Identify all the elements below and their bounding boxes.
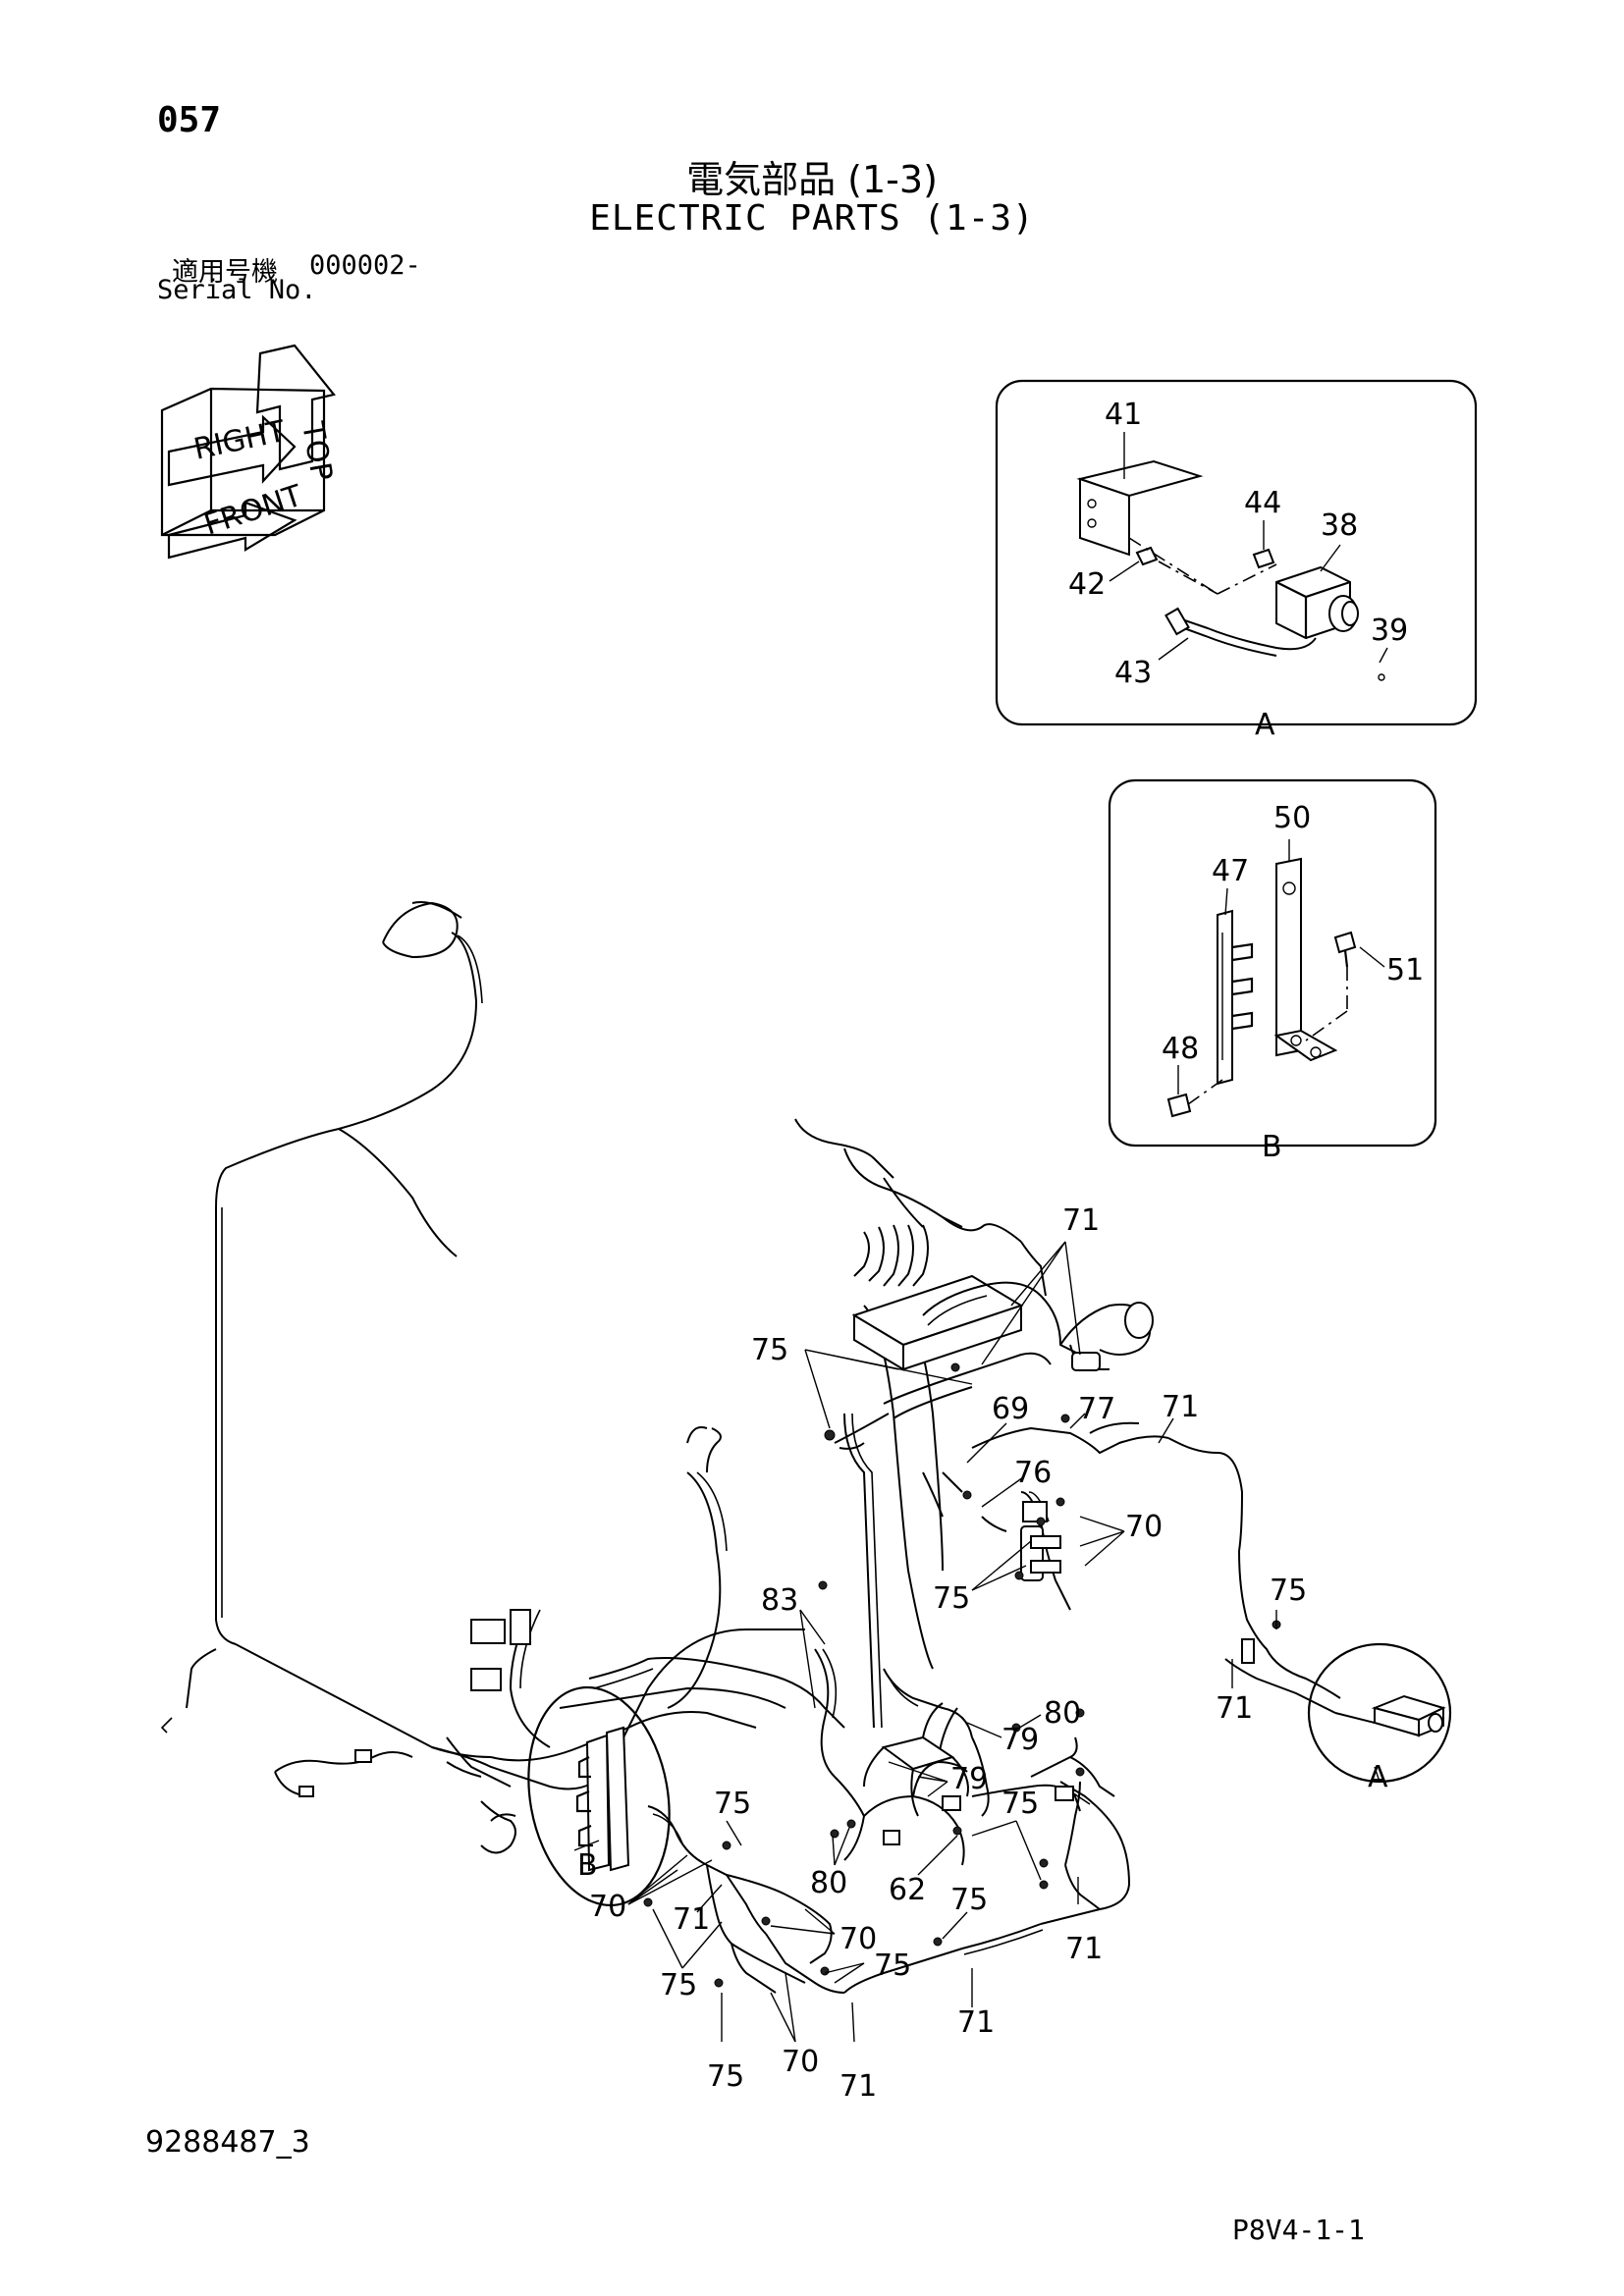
callout-44: 44 xyxy=(1244,486,1281,520)
callout-43: 43 xyxy=(1114,656,1152,690)
callout-main-77: 77 xyxy=(1078,1392,1115,1426)
callout-main-71-f: 71 xyxy=(957,2005,995,2040)
orientation-top: TOP xyxy=(295,418,339,483)
leader-lines xyxy=(573,1241,1380,2043)
page-number: 057 xyxy=(157,100,222,140)
callout-main-79-a: 79 xyxy=(1001,1723,1039,1757)
detail-inset-b: 50 47 51 48 B xyxy=(1108,778,1437,1164)
callout-main-70-b: 70 xyxy=(589,1890,626,1924)
callout-39: 39 xyxy=(1371,614,1408,648)
callout-main-71-g: 71 xyxy=(839,2069,877,2104)
callout-51: 51 xyxy=(1386,953,1424,988)
detail-inset-a: 41 44 38 42 39 43 A xyxy=(995,379,1478,742)
callout-main-79-b: 79 xyxy=(950,1762,988,1796)
callout-main-75-b: 75 xyxy=(933,1581,970,1616)
orientation-front: FRONT xyxy=(200,478,307,542)
inset-a-label: A xyxy=(1255,708,1275,742)
callout-48: 48 xyxy=(1162,1032,1199,1066)
callout-main-70-a: 70 xyxy=(1125,1510,1163,1544)
callout-main-71-a: 71 xyxy=(1062,1203,1100,1238)
callout-42: 42 xyxy=(1068,567,1106,602)
callout-41: 41 xyxy=(1105,398,1142,432)
serial-number-value: 000002- xyxy=(309,250,421,281)
document-number: 9288487_3 xyxy=(145,2125,310,2160)
callout-main-71-d: 71 xyxy=(673,1902,710,1937)
callout-main-75-a: 75 xyxy=(751,1333,788,1367)
callout-main-75-e: 75 xyxy=(1001,1787,1039,1821)
bolt-42-shape xyxy=(1135,546,1159,566)
fasteners xyxy=(643,1362,1281,1988)
callout-main-75-c: 75 xyxy=(1270,1574,1307,1608)
main-harness-view: 71 75 69 77 71 76 70 75 75 83 71 80 79 7… xyxy=(160,901,1452,2104)
bracket-47-shape xyxy=(1217,909,1233,1086)
callout-47: 47 xyxy=(1212,854,1249,888)
callout-main-71-e: 71 xyxy=(1065,1932,1103,1966)
callout-main-70-c: 70 xyxy=(839,1922,877,1956)
main-detail-b-label: B xyxy=(577,1848,598,1883)
callout-main-70-d: 70 xyxy=(782,2045,819,2079)
callout-main-75-g: 75 xyxy=(874,1949,911,1983)
callout-38: 38 xyxy=(1321,508,1358,543)
callout-main-83: 83 xyxy=(761,1583,798,1618)
callout-main-75-f: 75 xyxy=(660,1968,697,2002)
callout-main-76: 76 xyxy=(1014,1456,1052,1490)
serial-label-english: Serial No. xyxy=(157,275,317,305)
callout-main-71-b: 71 xyxy=(1162,1390,1199,1424)
callout-main-75-i: 75 xyxy=(707,2059,744,2094)
callout-main-80-b: 80 xyxy=(810,1866,847,1900)
callout-main-71-c: 71 xyxy=(1216,1691,1253,1726)
serial-label-japanese: 適用号機 xyxy=(172,257,278,288)
main-detail-a-label: A xyxy=(1368,1760,1388,1794)
stay-50-shape xyxy=(1275,857,1302,1057)
callout-main-69: 69 xyxy=(992,1392,1029,1426)
figure-reference: P8V4-1-1 xyxy=(1232,2214,1365,2246)
page-title-english: ELECTRIC PARTS (1-3) xyxy=(589,198,1035,239)
detail-b-marker xyxy=(527,1685,671,1907)
bolt-48-shape xyxy=(1166,1093,1192,1118)
callout-main-75-d: 75 xyxy=(714,1787,751,1821)
inset-b-label: B xyxy=(1262,1130,1282,1164)
bolt-51-shape xyxy=(1333,931,1357,954)
bolt-44-shape xyxy=(1252,548,1275,569)
orientation-right: RIGHT xyxy=(190,414,289,467)
callout-main-75-h: 75 xyxy=(950,1883,988,1917)
callout-main-80-a: 80 xyxy=(1044,1696,1081,1731)
callout-main-62: 62 xyxy=(889,1873,926,1907)
orientation-indicator: TOP RIGHT FRONT xyxy=(160,344,339,560)
page-title-japanese: 電気部品 (1-3) xyxy=(686,158,938,201)
callout-50: 50 xyxy=(1273,801,1311,835)
